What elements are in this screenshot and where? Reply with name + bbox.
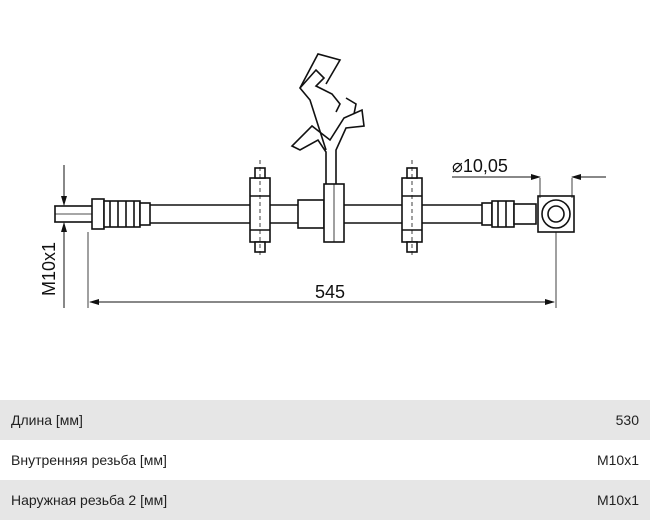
length-dimension xyxy=(87,232,557,308)
right-fitting xyxy=(481,195,575,233)
mounting-sleeve xyxy=(297,183,345,243)
spec-row-inner-thread: Внутренняя резьба [мм] M10x1 xyxy=(0,440,650,480)
spec-value: M10x1 xyxy=(596,492,639,508)
brake-hose-drawing: 545 ⌀10,05 M10x1 xyxy=(39,53,606,308)
left-fitting xyxy=(54,198,151,230)
spec-value: 530 xyxy=(615,412,639,428)
thread-dimension-label: M10x1 xyxy=(39,242,59,296)
spec-label: Внутренняя резьба [мм] xyxy=(11,452,167,468)
mounting-bracket xyxy=(290,53,365,184)
hose-clip-left xyxy=(249,160,271,256)
length-dimension-label: 545 xyxy=(315,282,345,302)
spec-label: Наружная резьба 2 [мм] xyxy=(11,492,168,508)
spec-table: Длина [мм] 530 Внутренняя резьба [мм] M1… xyxy=(0,400,650,520)
hose-clip-right xyxy=(401,160,423,256)
diameter-dimension-label: ⌀10,05 xyxy=(452,156,508,176)
thread-dimension xyxy=(54,165,92,308)
spec-value: M10x1 xyxy=(596,452,639,468)
spec-label: Длина [мм] xyxy=(11,412,83,428)
spec-row-length: Длина [мм] 530 xyxy=(0,400,650,440)
diameter-dimension xyxy=(452,174,606,198)
spec-row-outer-thread: Наружная резьба 2 [мм] M10x1 xyxy=(0,480,650,520)
